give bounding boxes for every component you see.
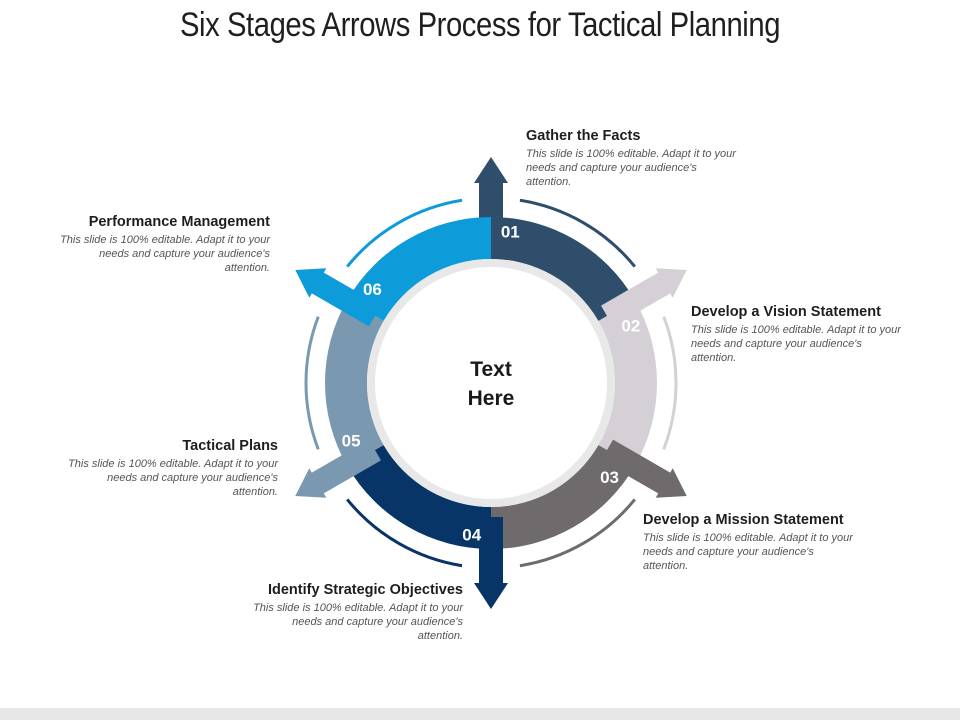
- callout-stage-05: Tactical Plans This slide is 100% editab…: [48, 438, 278, 499]
- callout-description: This slide is 100% editable. Adapt it to…: [60, 234, 270, 274]
- outer-arc-2: [662, 316, 678, 450]
- callout-description: This slide is 100% editable. Adapt it to…: [526, 148, 736, 188]
- segment-6: [347, 217, 491, 321]
- callout-title: Performance Management: [88, 214, 270, 230]
- callout-title: Gather the Facts: [526, 128, 641, 144]
- center-text-line1: Text: [470, 358, 512, 381]
- center-circle: [375, 267, 607, 499]
- outer-arc-6: [346, 198, 463, 268]
- inner-ring: [367, 259, 615, 507]
- outer-arc-4: [346, 498, 463, 568]
- callout-stage-06: Performance Management This slide is 100…: [40, 214, 270, 275]
- segment-5: [324, 300, 384, 466]
- stage-segments: [295, 157, 687, 609]
- segment-2: [598, 300, 657, 466]
- outer-arc-3: [519, 498, 636, 568]
- callout-description: This slide is 100% editable. Adapt it to…: [253, 602, 463, 642]
- arrow-4: [474, 517, 508, 609]
- callout-stage-03: Develop a Mission Statement This slide i…: [643, 512, 873, 573]
- arrow-6: [295, 268, 381, 327]
- arrow-2: [601, 268, 687, 327]
- callout-stage-04: Identify Strategic Objectives This slide…: [233, 582, 463, 643]
- segment-4: [347, 445, 491, 549]
- page-title: Six Stages Arrows Process for Tactical P…: [179, 6, 781, 44]
- callout-stage-02: Develop a Vision Statement This slide is…: [691, 304, 921, 365]
- outer-arc-1: [519, 198, 636, 268]
- outer-ring-arcs: [304, 198, 678, 568]
- stage-number-04: 04: [462, 526, 481, 545]
- stage-number-06: 06: [363, 280, 382, 299]
- callout-title: Develop a Mission Statement: [643, 512, 844, 528]
- callout-stage-01: Gather the Facts This slide is 100% edit…: [526, 128, 756, 189]
- center-text-line2: Here: [468, 387, 515, 410]
- callout-title: Identify Strategic Objectives: [267, 582, 463, 598]
- callout-description: This slide is 100% editable. Adapt it to…: [643, 532, 853, 572]
- callout-title: Develop a Vision Statement: [691, 304, 881, 320]
- stage-numbers: 01 02 03 04 05 06: [342, 222, 641, 544]
- arrow-3: [601, 439, 687, 498]
- arrow-5: [295, 439, 381, 498]
- segment-1: [491, 217, 635, 321]
- stage-number-05: 05: [342, 431, 361, 450]
- stage-number-03: 03: [600, 468, 619, 487]
- outer-arc-5: [304, 316, 320, 450]
- callout-description: This slide is 100% editable. Adapt it to…: [68, 458, 278, 498]
- callout-description: This slide is 100% editable. Adapt it to…: [691, 324, 901, 364]
- segment-3: [491, 445, 635, 549]
- stage-number-01: 01: [501, 222, 520, 241]
- callout-title: Tactical Plans: [182, 438, 278, 454]
- stage-number-02: 02: [621, 317, 640, 336]
- footer-band: [0, 708, 960, 720]
